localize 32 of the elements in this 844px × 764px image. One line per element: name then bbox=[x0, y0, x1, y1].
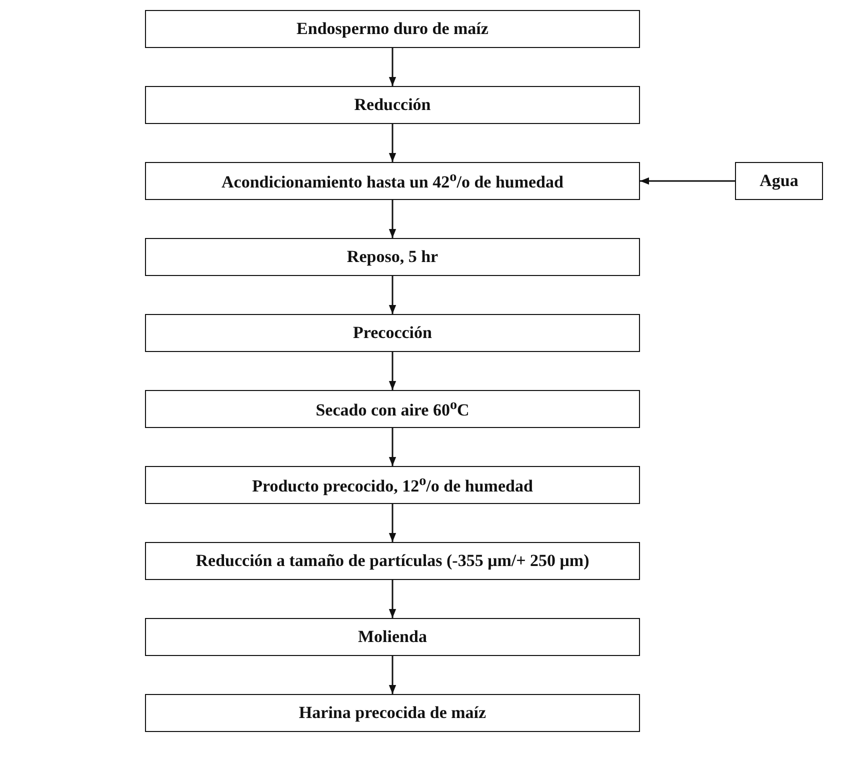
process-box bbox=[145, 162, 640, 200]
process-box bbox=[145, 314, 640, 352]
process-box bbox=[145, 466, 640, 504]
arrow bbox=[640, 177, 735, 185]
process-box bbox=[145, 10, 640, 48]
process-box bbox=[145, 694, 640, 732]
step-label: Molienda bbox=[358, 627, 427, 647]
process-box bbox=[145, 542, 640, 580]
step-label: Precocción bbox=[353, 323, 432, 343]
process-box bbox=[145, 618, 640, 656]
arrow bbox=[388, 276, 396, 314]
arrow bbox=[388, 200, 396, 238]
step-label: Secado con aire 60$^{o}$C bbox=[316, 397, 470, 421]
step-label: Reducción bbox=[354, 95, 431, 115]
arrow bbox=[388, 656, 396, 694]
arrow bbox=[388, 580, 396, 618]
step-label: Agua bbox=[760, 171, 798, 191]
step-label: Harina precocida de maíz bbox=[298, 703, 486, 723]
arrow bbox=[388, 504, 396, 542]
step-label: Acondicionamiento hasta un 42$^{o}$/o de humedad bbox=[222, 169, 564, 193]
process-box bbox=[145, 238, 640, 276]
step-label: Reducción a tamaño de partículas (-355 μm/+ 250 μm) bbox=[196, 551, 590, 571]
arrow bbox=[388, 124, 396, 162]
arrow bbox=[388, 352, 396, 390]
step-label: Endospermo duro de maíz bbox=[296, 19, 488, 39]
process-box bbox=[145, 390, 640, 428]
process-box bbox=[735, 162, 823, 200]
arrow bbox=[388, 48, 396, 86]
arrow bbox=[388, 428, 396, 466]
process-box bbox=[145, 86, 640, 124]
step-label: Producto precocido, 12$^{o}$/o de humedad bbox=[252, 473, 533, 497]
step-label: Reposo, 5 hr bbox=[346, 247, 438, 267]
